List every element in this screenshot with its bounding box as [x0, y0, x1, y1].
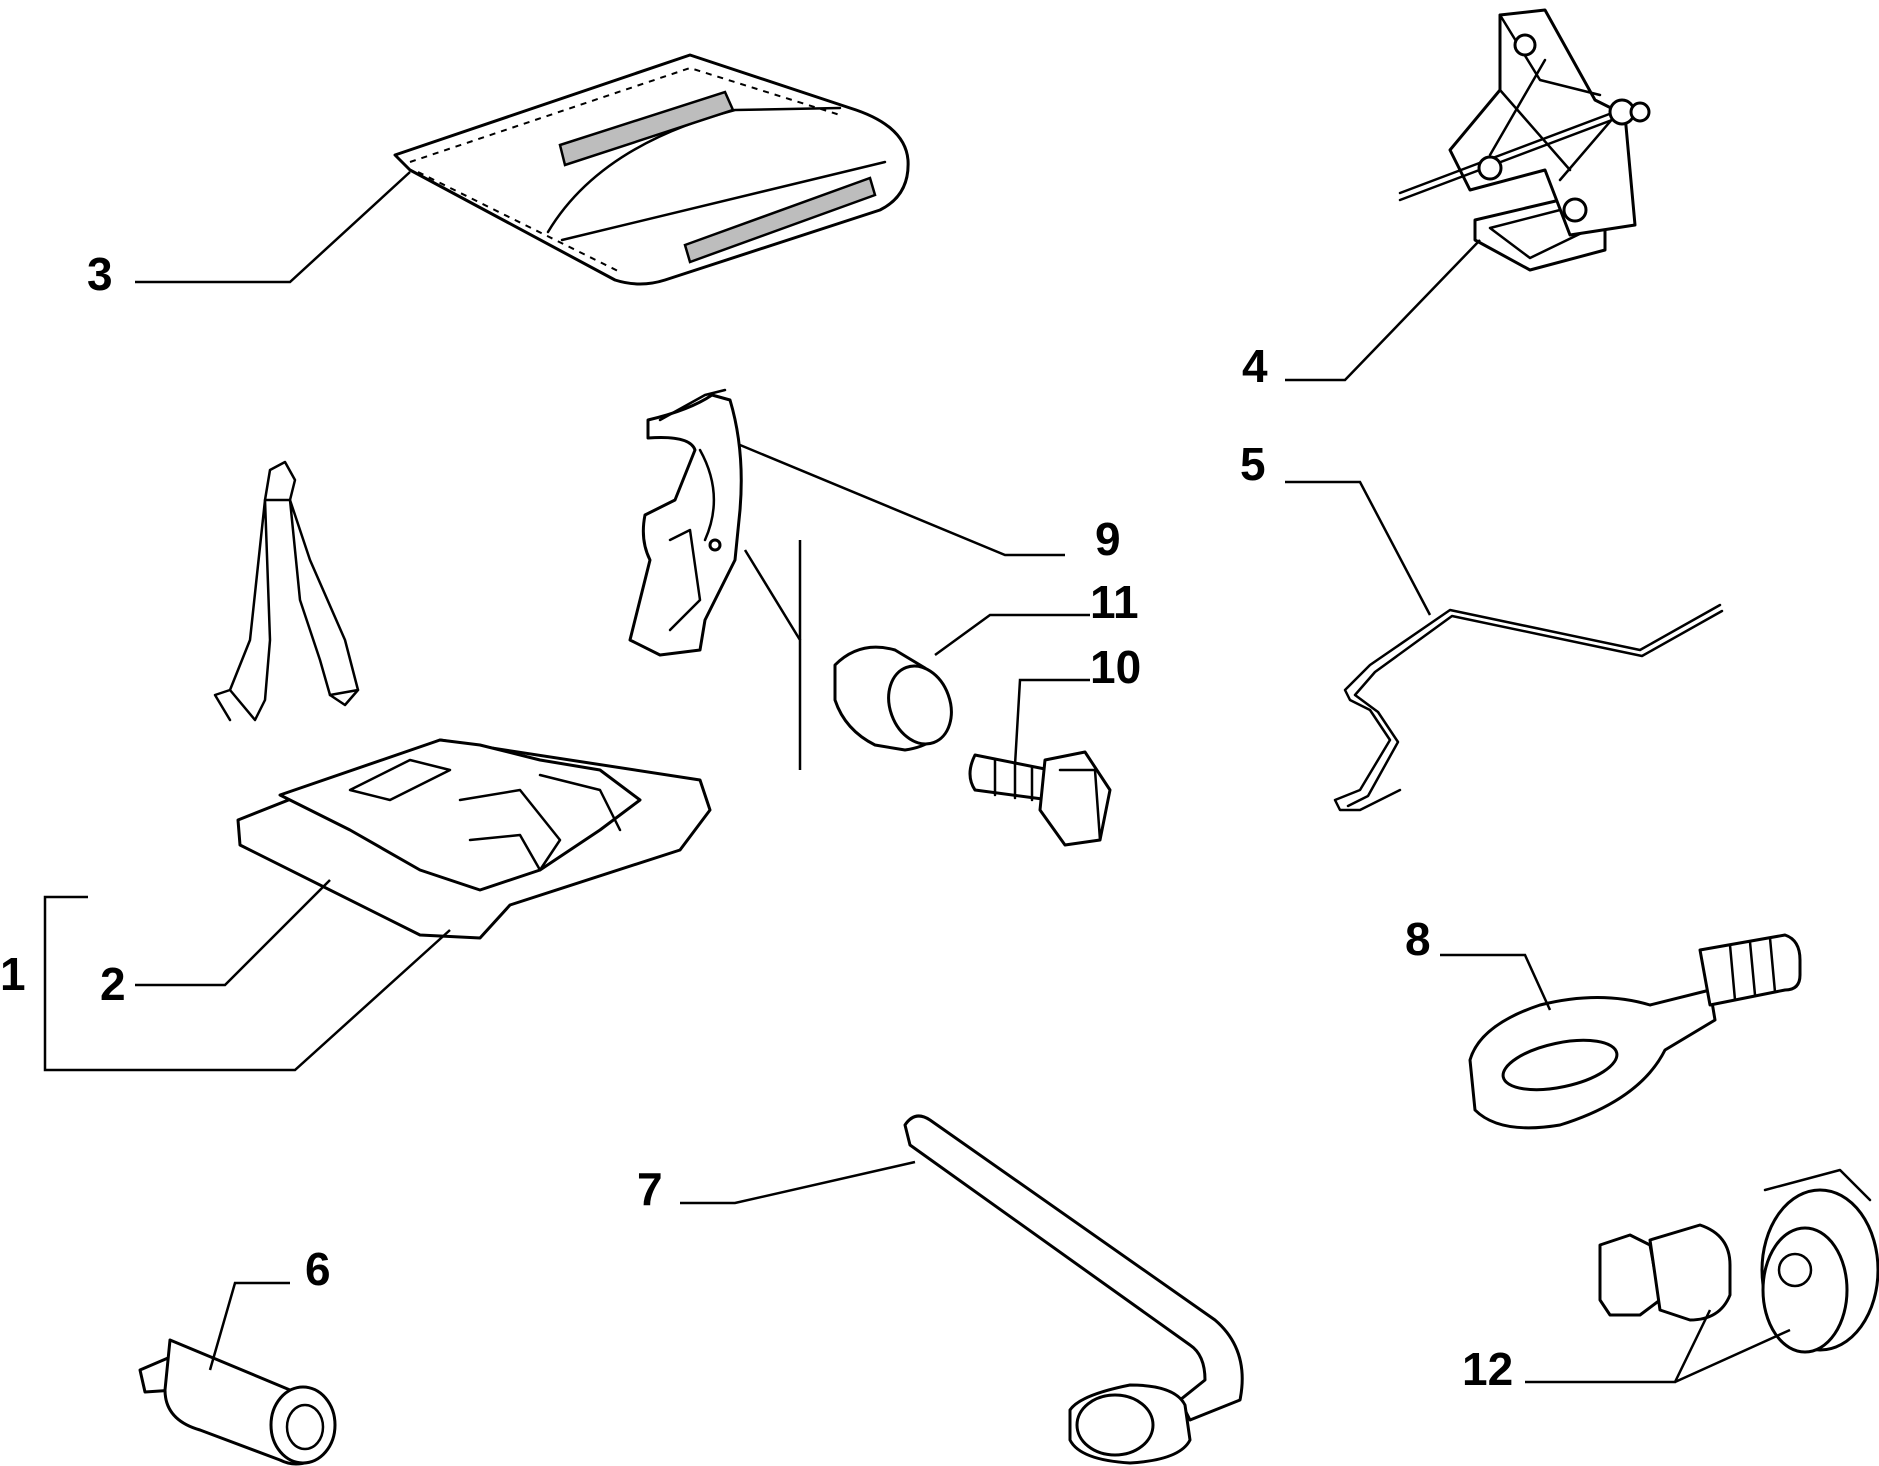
label-11: 11	[1090, 576, 1139, 628]
part-7-wheel-brace	[903, 1114, 1244, 1465]
label-12: 12	[1462, 1343, 1513, 1395]
part-4-scissor-jack	[1398, 8, 1651, 272]
label-9: 9	[1095, 513, 1121, 565]
label-3: 3	[87, 248, 113, 300]
part-9-clip	[628, 388, 743, 657]
label-2: 2	[100, 958, 126, 1010]
part-10-bolt	[968, 750, 1112, 847]
label-7: 7	[637, 1163, 663, 1215]
part-strap	[213, 460, 360, 722]
part-3-tool-pouch	[393, 53, 910, 286]
part-8-towing-eye	[1468, 933, 1802, 1130]
label-4: 4	[1242, 340, 1268, 392]
part-6-extension	[138, 1338, 337, 1466]
part-11-plug	[833, 645, 953, 752]
label-6: 6	[305, 1243, 331, 1295]
part-5-wire-hook	[1333, 603, 1724, 812]
label-10: 10	[1090, 641, 1141, 693]
label-1: 1	[0, 948, 26, 1000]
part-2-tray	[236, 738, 712, 940]
label-5: 5	[1240, 438, 1266, 490]
leader-lines	[43, 171, 1791, 1384]
label-8: 8	[1405, 913, 1431, 965]
part-12-socket-cap	[1598, 1168, 1879, 1354]
part-labels: 1 2 3 4 5 6 7 8 9 10 11 12	[0, 248, 1513, 1395]
